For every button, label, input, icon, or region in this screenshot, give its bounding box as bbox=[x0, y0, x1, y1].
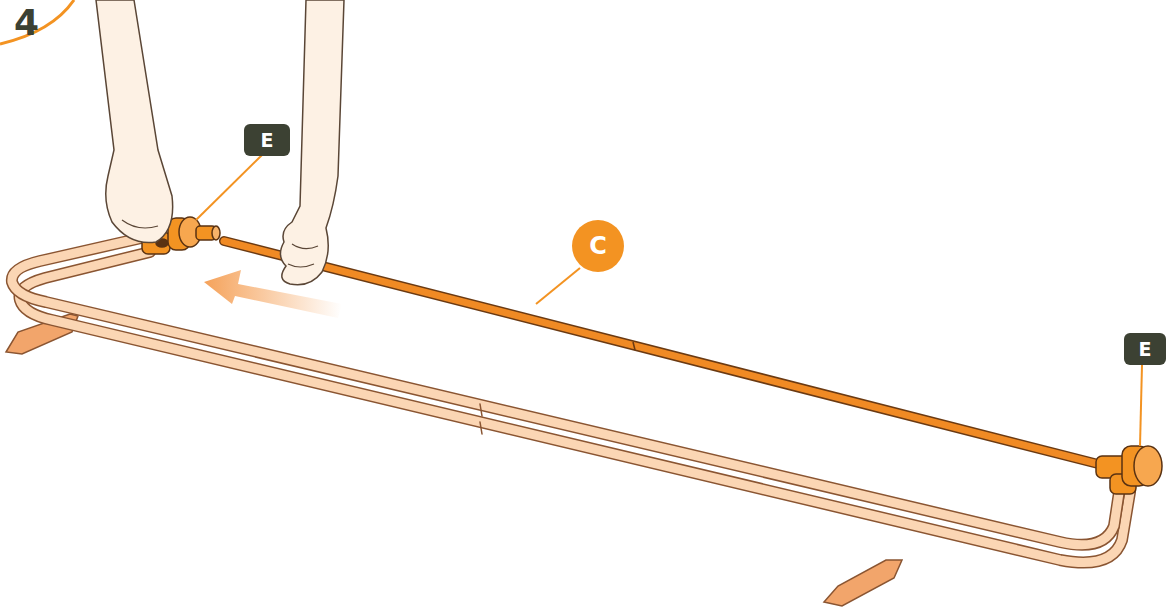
frame-foot bbox=[824, 560, 902, 606]
motion-arrow bbox=[204, 270, 342, 318]
hand bbox=[96, 0, 173, 243]
part-callout: E bbox=[1124, 333, 1166, 365]
callout-letter: C bbox=[589, 232, 607, 260]
part-callout: E bbox=[244, 124, 290, 156]
part-callout: C bbox=[572, 220, 624, 272]
rod bbox=[224, 241, 1106, 466]
frame-tubes bbox=[12, 236, 1130, 563]
callout-letter: E bbox=[1139, 338, 1152, 360]
corner-arc bbox=[0, 0, 74, 44]
connector-part bbox=[1096, 446, 1162, 494]
step-number: 4 bbox=[14, 2, 39, 43]
callout-letter: E bbox=[261, 129, 274, 151]
leader-line bbox=[196, 155, 1142, 446]
